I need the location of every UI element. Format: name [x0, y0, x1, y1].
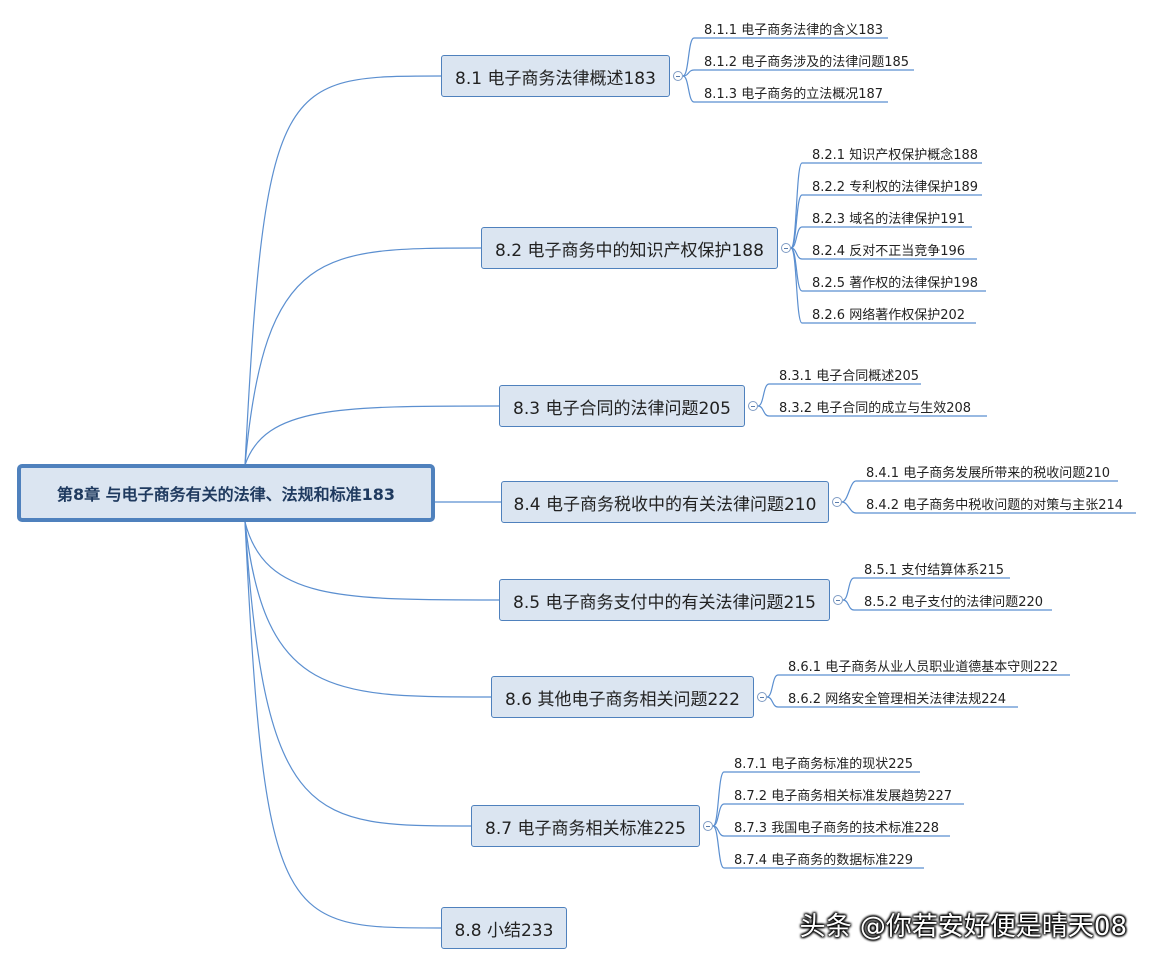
- leaf-connector: [757, 383, 921, 407]
- topic-8-1-1[interactable]: 8.1.1 电子商务法律的含义183: [704, 23, 884, 38]
- branch-8-7[interactable]: 8.7 电子商务相关标准225: [471, 805, 700, 847]
- branch-8-8[interactable]: 8.8 小结233: [441, 907, 567, 949]
- topic-8-5-2[interactable]: 8.5.2 电子支付的法律问题220: [864, 595, 1044, 610]
- leaf-connector: [790, 226, 972, 249]
- leaf-connector: [712, 803, 964, 827]
- branch-connector: [244, 521, 500, 601]
- topic-8-2-3[interactable]: 8.2.3 域名的法律保护191: [812, 212, 966, 227]
- topic-8-6-1[interactable]: 8.6.1 电子商务从业人员职业道德基本守则222: [788, 660, 1059, 675]
- branch-connector: [244, 405, 500, 466]
- topic-8-2-2[interactable]: 8.2.2 专利权的法律保护189: [812, 180, 979, 195]
- leaf-connector: [682, 75, 888, 103]
- topic-8-2-4[interactable]: 8.2.4 反对不正当竞争196: [812, 244, 966, 259]
- topic-8-4-2[interactable]: 8.4.2 电子商务中税收问题的对策与主张214: [866, 498, 1124, 513]
- topic-8-6-2[interactable]: 8.6.2 网络安全管理相关法律法规224: [788, 692, 1007, 707]
- collapse-toggle-icon[interactable]: [748, 401, 758, 411]
- collapse-toggle-icon[interactable]: [781, 243, 791, 253]
- topic-8-3-2[interactable]: 8.3.2 电子合同的成立与生效208: [779, 401, 972, 416]
- branch-8-5[interactable]: 8.5 电子商务支付中的有关法律问题215: [499, 579, 830, 621]
- leaf-connector: [841, 480, 1118, 503]
- branch-8-1[interactable]: 8.1 电子商务法律概述183: [441, 55, 670, 97]
- root-topic[interactable]: 第8章 与电子商务有关的法律、法规和标准183: [17, 464, 435, 522]
- topic-8-7-2[interactable]: 8.7.2 电子商务相关标准发展趋势227: [734, 789, 953, 804]
- topic-8-1-2[interactable]: 8.1.2 电子商务涉及的法律问题185: [704, 55, 910, 70]
- collapse-toggle-icon[interactable]: [673, 71, 683, 81]
- branch-connector: [244, 521, 472, 827]
- topic-8-2-1[interactable]: 8.2.1 知识产权保护概念188: [812, 148, 979, 163]
- collapse-toggle-icon[interactable]: [757, 692, 767, 702]
- leaf-connector: [842, 599, 1052, 611]
- branch-8-6[interactable]: 8.6 其他电子商务相关问题222: [491, 676, 754, 718]
- leaf-connector: [682, 69, 914, 77]
- topic-8-2-6[interactable]: 8.2.6 网络著作权保护202: [812, 308, 966, 323]
- collapse-toggle-icon[interactable]: [703, 821, 713, 831]
- topic-8-4-1[interactable]: 8.4.1 电子商务发展所带来的税收问题210: [866, 466, 1111, 481]
- branch-connector: [244, 247, 482, 466]
- branch-connector: [244, 521, 442, 929]
- branch-connector: [244, 521, 492, 698]
- leaf-connector: [766, 696, 1018, 708]
- collapse-toggle-icon[interactable]: [832, 497, 842, 507]
- collapse-toggle-icon[interactable]: [833, 595, 843, 605]
- leaf-connector: [682, 37, 888, 77]
- branch-8-2[interactable]: 8.2 电子商务中的知识产权保护188: [481, 227, 778, 269]
- topic-8-3-1[interactable]: 8.3.1 电子合同概述205: [779, 369, 920, 384]
- topic-8-7-4[interactable]: 8.7.4 电子商务的数据标准229: [734, 853, 914, 868]
- leaf-connector: [766, 674, 1070, 698]
- branch-connector: [244, 75, 442, 466]
- leaf-connector: [790, 162, 982, 249]
- topic-8-7-1[interactable]: 8.7.1 电子商务标准的现状225: [734, 757, 914, 772]
- topic-8-2-5[interactable]: 8.2.5 著作权的法律保护198: [812, 276, 979, 291]
- leaf-connector: [712, 825, 924, 869]
- leaf-connector: [841, 501, 1136, 514]
- topic-8-1-3[interactable]: 8.1.3 电子商务的立法概况187: [704, 87, 884, 102]
- branch-8-4[interactable]: 8.4 电子商务税收中的有关法律问题210: [501, 481, 829, 523]
- leaf-connector: [790, 247, 976, 324]
- branch-8-3[interactable]: 8.3 电子合同的法律问题205: [499, 385, 745, 427]
- watermark: 头条 @你若安好便是晴天08: [799, 912, 1127, 942]
- leaf-connector: [757, 405, 987, 417]
- topic-8-5-1[interactable]: 8.5.1 支付结算体系215: [864, 563, 1005, 578]
- leaf-connector: [842, 577, 1010, 601]
- topic-8-7-3[interactable]: 8.7.3 我国电子商务的技术标准228: [734, 821, 940, 836]
